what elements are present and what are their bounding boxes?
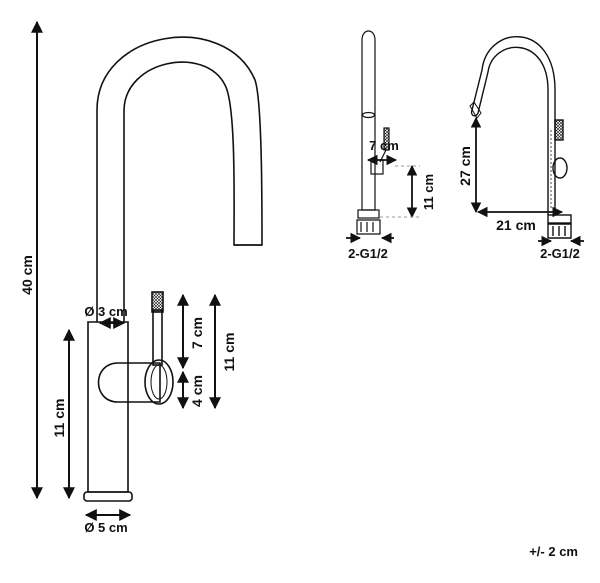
- label-pull-reach: 21 cm: [496, 217, 536, 233]
- label-handle-total: 11 cm: [221, 333, 237, 372]
- label-handle-lower: 4 cm: [189, 375, 205, 407]
- faucet-body: [87, 321, 129, 493]
- label-base-height: 11 cm: [51, 399, 67, 438]
- label-side-connection: 2-G1/2: [348, 246, 388, 261]
- lever-cap: [144, 359, 174, 405]
- side-lever: [370, 159, 384, 175]
- label-handle-upper: 7 cm: [189, 317, 205, 349]
- label-spout-diameter: Ø 3 cm: [84, 304, 127, 319]
- side-guides: [380, 165, 420, 218]
- label-total-height: 40 cm: [19, 255, 35, 295]
- pullout-knurl: [554, 119, 564, 141]
- label-pull-connection: 2-G1/2: [540, 246, 580, 261]
- label-side-reach: 7 cm: [369, 138, 399, 153]
- lever-knurl: [151, 291, 164, 313]
- label-tolerance: +/- 2 cm: [529, 544, 578, 559]
- side-lever-knurl: [383, 127, 390, 151]
- lever-handle: [97, 362, 161, 403]
- main-faucet: [83, 36, 263, 502]
- pullout-hose: [470, 36, 556, 215]
- label-base-diameter: Ø 5 cm: [84, 520, 127, 535]
- pullout-view-faucet: [469, 36, 572, 239]
- spout-outer: [96, 36, 263, 322]
- side-dimensions: [346, 154, 418, 244]
- main-dimensions: [31, 20, 221, 521]
- lever-stem: [152, 309, 163, 366]
- side-spout: [361, 30, 376, 211]
- label-pull-height: 27 cm: [457, 146, 473, 186]
- side-connector: [356, 219, 381, 235]
- pullout-connector: [547, 223, 572, 239]
- side-view-faucet: [356, 30, 390, 235]
- base-ring: [83, 491, 133, 502]
- label-side-height: 11 cm: [421, 174, 436, 210]
- pullout-dimensions: [470, 116, 584, 247]
